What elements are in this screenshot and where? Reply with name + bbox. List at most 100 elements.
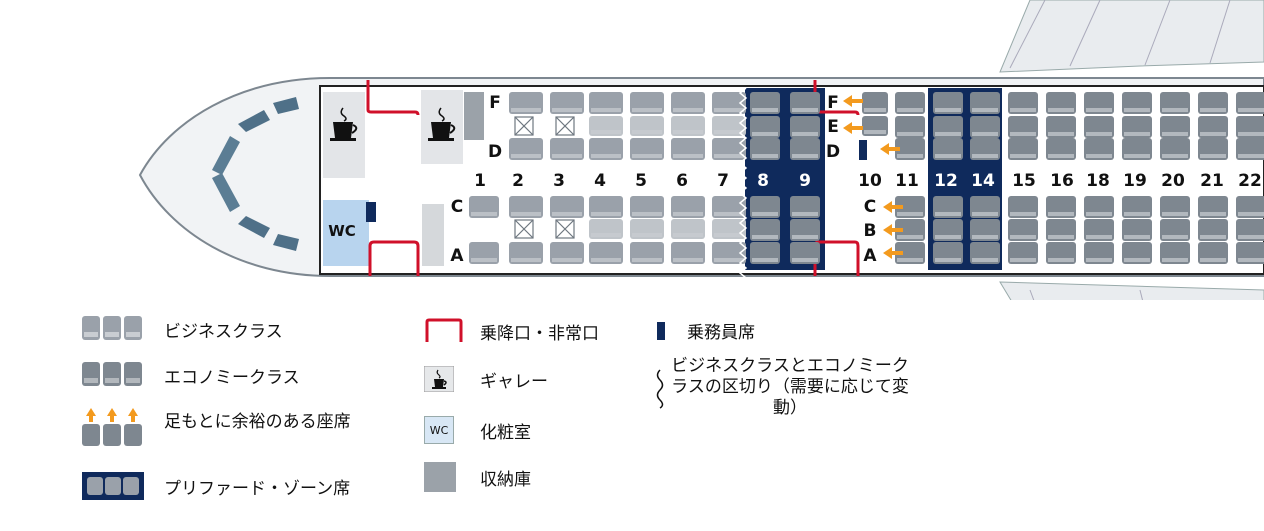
legend-divider: ビジネスクラスとエコノミークラスの区切り（需要に応じて変動） bbox=[652, 356, 910, 419]
legend-legroom-label: 足もとに余裕のある座席 bbox=[164, 411, 351, 432]
coffee-cup-icon bbox=[333, 122, 353, 138]
class-divider bbox=[738, 87, 748, 279]
exit-letter-b: B bbox=[864, 221, 877, 241]
economy-seat-cushion bbox=[1162, 258, 1188, 262]
legend-preferred-label: プリファード・ゾーン席 bbox=[164, 478, 351, 499]
economy-seat-cushion bbox=[1238, 235, 1264, 239]
row-number: 14 bbox=[971, 171, 995, 191]
economy-seat-cushion bbox=[897, 132, 923, 136]
row-number: 8 bbox=[757, 171, 769, 191]
economy-seat-cushion bbox=[1010, 212, 1036, 216]
storage-2 bbox=[422, 204, 444, 266]
exit-letter-e: E bbox=[827, 117, 839, 137]
business-seat-cushion bbox=[591, 108, 621, 112]
legend-legroom: 足もとに余裕のある座席 bbox=[82, 404, 351, 448]
economy-seat-cushion bbox=[935, 154, 961, 158]
economy-seat-cushion bbox=[1048, 154, 1074, 158]
exit-row-arrow-icon bbox=[843, 95, 863, 107]
seat-letter-d: D bbox=[488, 142, 502, 162]
preferred-seat-cushion bbox=[752, 258, 778, 262]
exit-row-arrow-icon bbox=[883, 201, 903, 213]
row-number: 3 bbox=[553, 171, 565, 191]
row-number: 7 bbox=[717, 171, 729, 191]
economy-seat-cushion bbox=[972, 154, 998, 158]
economy-seat-cushion bbox=[935, 258, 961, 262]
economy-seat-cushion bbox=[935, 108, 961, 112]
business-seat-cushion bbox=[552, 258, 582, 262]
economy-seat-cushion bbox=[1010, 235, 1036, 239]
economy-seat-cushion bbox=[1048, 212, 1074, 216]
economy-seat-cushion bbox=[972, 258, 998, 262]
economy-seat-cushion bbox=[1086, 235, 1112, 239]
front-lavatory bbox=[323, 200, 369, 266]
storage-icon bbox=[424, 462, 456, 492]
economy-seat-cushion bbox=[972, 132, 998, 136]
crew-seat-icon bbox=[657, 321, 665, 340]
economy-seat-cushion bbox=[1162, 108, 1188, 112]
preferred-seat-cushion bbox=[792, 212, 818, 216]
economy-seat-cushion bbox=[1124, 212, 1150, 216]
economy-seat-cushion bbox=[1086, 108, 1112, 112]
preferred-seat-cushion bbox=[752, 154, 778, 158]
business-seat-cushion bbox=[714, 233, 744, 237]
exit-door-bottom-front bbox=[368, 240, 420, 276]
economy-seat-cushion bbox=[1238, 132, 1264, 136]
economy-seat-cushion bbox=[1124, 258, 1150, 262]
economy-seat-icon bbox=[82, 362, 142, 386]
legend-lavatory-label: 化粧室 bbox=[480, 422, 531, 443]
seat-letter-c: C bbox=[451, 197, 463, 217]
zigzag-icon bbox=[656, 368, 664, 409]
legend-economy: エコノミークラス bbox=[82, 362, 300, 388]
economy-seat-cushion bbox=[1238, 258, 1264, 262]
extra-legroom-icon bbox=[82, 408, 142, 446]
business-seat-cushion bbox=[632, 108, 662, 112]
economy-seat-cushion bbox=[1200, 258, 1226, 262]
business-seat-cushion bbox=[632, 130, 662, 134]
legend-storage-label: 収納庫 bbox=[480, 469, 531, 490]
preferred-seat-cushion bbox=[792, 154, 818, 158]
business-seat-cushion bbox=[673, 258, 703, 262]
seat-letter-f: F bbox=[489, 93, 501, 113]
economy-seat-cushion bbox=[864, 130, 886, 134]
exit-letter-f: F bbox=[827, 93, 839, 113]
wc-label: WC bbox=[328, 222, 356, 240]
economy-seat-cushion bbox=[897, 212, 923, 216]
economy-seat-cushion bbox=[864, 108, 886, 112]
row-number: 18 bbox=[1086, 171, 1110, 191]
coffee-steam bbox=[438, 107, 445, 122]
economy-seat-cushion bbox=[1162, 212, 1188, 216]
economy-seat-cushion bbox=[1048, 132, 1074, 136]
coffee-cup-icon bbox=[424, 366, 454, 392]
business-seat-cushion bbox=[673, 130, 703, 134]
blocked-middle-seat-x bbox=[514, 219, 534, 239]
legend-economy-label: エコノミークラス bbox=[164, 367, 300, 388]
business-seat-cushion bbox=[673, 108, 703, 112]
row-number: 11 bbox=[895, 171, 919, 191]
business-seat-cushion bbox=[552, 154, 582, 158]
preferred-zone-icon bbox=[82, 472, 144, 500]
legend: ビジネスクラス エコノミークラス 足もとに余 bbox=[0, 290, 1264, 531]
blocked-middle-seat bbox=[514, 219, 534, 239]
legend-crew-label: 乗務員席 bbox=[687, 323, 755, 343]
row-number: 9 bbox=[799, 171, 811, 191]
preferred-seat-cushion bbox=[792, 258, 818, 262]
business-seat-cushion bbox=[552, 212, 582, 216]
row-number: 21 bbox=[1200, 171, 1224, 191]
business-seat-cushion bbox=[591, 212, 621, 216]
legend-galley-label: ギャレー bbox=[480, 371, 548, 392]
economy-seat-cushion bbox=[1124, 235, 1150, 239]
exit-door-icon bbox=[425, 318, 463, 342]
business-seat-cushion bbox=[471, 212, 497, 216]
economy-seat-cushion bbox=[1238, 108, 1264, 112]
economy-seat-cushion bbox=[1086, 154, 1112, 158]
economy-seat-cushion bbox=[1010, 154, 1036, 158]
legend-storage: 収納庫 bbox=[424, 462, 531, 492]
economy-seat-cushion bbox=[1048, 235, 1074, 239]
business-seat-icon bbox=[82, 316, 142, 340]
economy-seat-cushion bbox=[972, 108, 998, 112]
row-number: 2 bbox=[512, 171, 524, 191]
economy-seat-cushion bbox=[935, 132, 961, 136]
economy-seat-cushion bbox=[972, 235, 998, 239]
economy-seat-cushion bbox=[897, 258, 923, 262]
business-seat-cushion bbox=[714, 258, 744, 262]
